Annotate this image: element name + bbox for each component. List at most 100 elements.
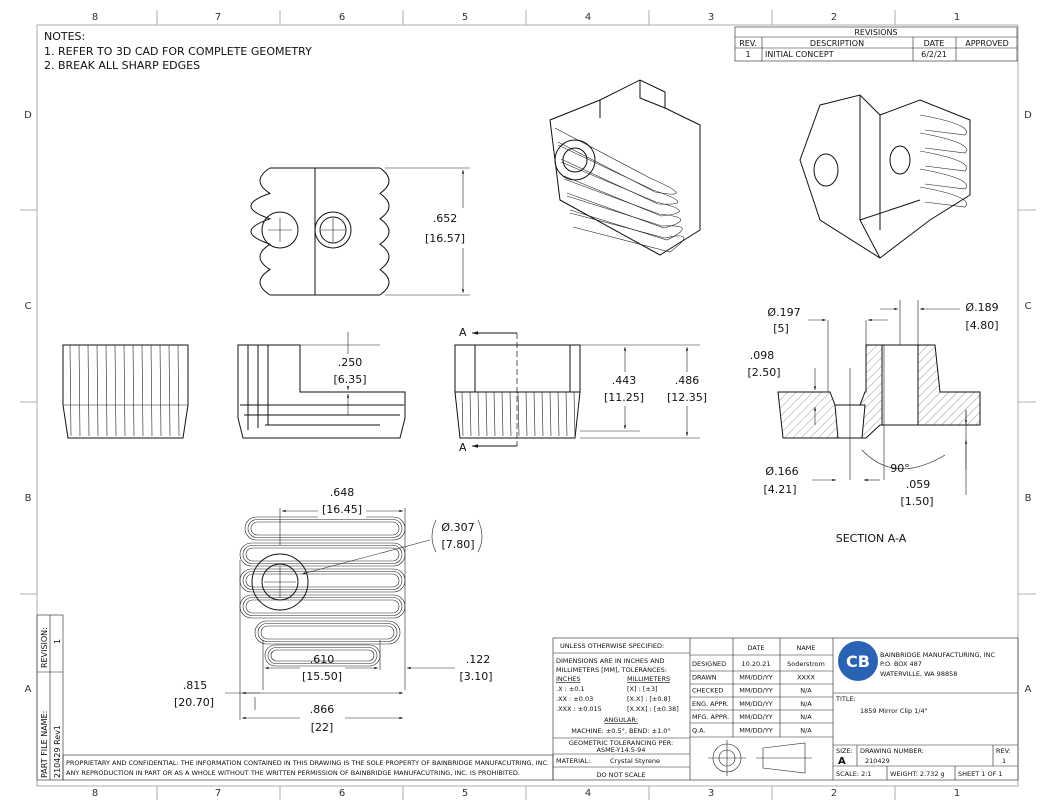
- dim-sec-hole2-in: Ø.189: [965, 301, 998, 314]
- isometric-view-2: [799, 94, 971, 259]
- bottom-view: .648 [16.45] Ø.307 [7.80] .610 [15.50] .…: [174, 484, 493, 734]
- note-1: 1. REFER TO 3D CAD FOR COMPLETE GEOMETRY: [44, 45, 312, 58]
- approval-name: N/A: [800, 727, 812, 735]
- material-value: Crystal Styrene: [610, 757, 660, 765]
- dim-sec-hole3-mm: [4.21]: [763, 483, 796, 496]
- logo-text: CB: [846, 652, 870, 671]
- dim-sec-wall-mm: [1.50]: [900, 495, 933, 508]
- proprietary-line-1: PROPRIETARY AND CONFIDENTIAL: THE INFORM…: [66, 759, 549, 767]
- approval-role: CHECKED: [692, 687, 723, 695]
- zone-row-d-right: D: [1024, 110, 1032, 121]
- tol-in-3: .XXX : ±0.015: [556, 705, 602, 713]
- tol-heading: UNLESS OTHERWISE SPECIFIED:: [560, 642, 664, 650]
- dim-sec-hole1-in: Ø.197: [767, 306, 800, 319]
- dim-hole-in: Ø.307: [441, 521, 474, 534]
- proprietary-line-2: ANY REPRODUCTION IN PART OR AS A WHOLE W…: [66, 769, 520, 777]
- rev-row-description: INITIAL CONCEPT: [765, 50, 834, 59]
- approval-date: MM/DD/YY: [739, 673, 773, 681]
- side-view-left: [62, 344, 189, 439]
- dim-width-top-mm: [16.45]: [322, 503, 362, 516]
- tol-geometric-2: ASME-Y14.5-94: [597, 746, 646, 754]
- rev-value: 1: [1002, 757, 1006, 765]
- zone-row-c-right: C: [1025, 301, 1032, 312]
- notes-heading: NOTES:: [44, 30, 85, 43]
- dim-overall-h-in: .486: [675, 374, 700, 387]
- dim-slot-mm: [6.35]: [333, 373, 366, 386]
- rev-header-description: DESCRIPTION: [810, 39, 864, 48]
- zone-row-b: B: [25, 493, 32, 504]
- company-address-1: P.O. BOX 487: [880, 660, 922, 668]
- dim-inner-mm: [11.25]: [604, 391, 644, 404]
- dim-inner-in: .443: [612, 374, 637, 387]
- zone-col-3: 3: [708, 12, 714, 23]
- dim-rib-in: .610: [310, 653, 335, 666]
- proprietary-notice: PROPRIETARY AND CONFIDENTIAL: THE INFORM…: [62, 754, 554, 781]
- revisions-table: REVISIONS REV. DESCRIPTION DATE APPROVED…: [734, 26, 1018, 62]
- note-2: 2. BREAK ALL SHARP EDGES: [44, 59, 200, 72]
- company-address-2: WATERVILLE, WA 98858: [880, 670, 957, 678]
- dim-sec-depth-mm: [2.50]: [747, 366, 780, 379]
- revision-value: 1: [53, 639, 62, 644]
- approval-date: MM/DD/YY: [739, 713, 773, 721]
- zone-col-6: 6: [339, 12, 345, 23]
- zone-col-7: 7: [215, 12, 221, 23]
- zone-col-1: 1: [954, 12, 960, 23]
- approval-role: MFG. APPR.: [692, 713, 729, 721]
- part-file-label: PART FILE NAME:: [40, 711, 49, 778]
- section-label-top: A: [459, 326, 467, 339]
- third-angle-projection-icon: [708, 740, 812, 776]
- section-a-a: Ø.197 [5] Ø.189 [4.80] .098 [2.50] Ø.166…: [747, 300, 999, 545]
- approval-role: Q.A.: [692, 727, 706, 735]
- notes: NOTES: 1. REFER TO 3D CAD FOR COMPLETE G…: [44, 30, 312, 72]
- zone-col-7-bottom: 7: [215, 788, 221, 799]
- tol-mm-label: MILLIMETERS: [627, 675, 670, 683]
- scale: SCALE: 2:1: [836, 770, 872, 778]
- approval-name: N/A: [800, 713, 812, 721]
- drawing-number-label: DRAWING NUMBER:: [860, 747, 924, 755]
- zone-col-4: 4: [585, 12, 591, 23]
- side-view-right: A A .443 [11.25] .486 [12.35]: [454, 326, 710, 454]
- drawing-number: 210429: [865, 757, 890, 765]
- rev-label: REV:: [996, 747, 1011, 755]
- title-label: TITLE:: [835, 695, 856, 703]
- approval-name: N/A: [800, 687, 812, 695]
- zone-col-6-bottom: 6: [339, 788, 345, 799]
- approval-name: XXXX: [797, 673, 815, 681]
- dim-offset-in: .122: [466, 653, 491, 666]
- approval-name: N/A: [800, 700, 812, 708]
- revision-label: REVISION:: [40, 627, 49, 668]
- approval-role: DRAWN: [692, 673, 717, 681]
- tol-mm-3: [X.XX] : [±0.38]: [627, 705, 679, 713]
- tol-angular: MACHINE: ±0.5°, BEND: ±1.0°: [571, 727, 670, 735]
- rev-header-date: DATE: [924, 39, 945, 48]
- tol-in-1: .X : ±0.1: [556, 685, 585, 693]
- approval-role: ENG. APPR.: [692, 700, 729, 708]
- tol-in-2: .XX : ±0.03: [556, 695, 593, 703]
- tol-mm-1: [X] : [±3]: [627, 685, 658, 693]
- approvals-header-date: DATE: [748, 644, 765, 652]
- sheet-border: [20, 10, 1036, 800]
- revisions-title: REVISIONS: [854, 28, 897, 37]
- dim-sec-angle: 90°: [890, 462, 910, 475]
- do-not-scale: DO NOT SCALE: [596, 771, 645, 779]
- approvals-header-name: NAME: [796, 644, 815, 652]
- dim-overall-w-in: .866: [310, 703, 335, 716]
- zone-col-2-bottom: 2: [831, 788, 837, 799]
- front-view: .652 [16.57]: [250, 167, 470, 296]
- rev-header-rev: REV.: [739, 39, 757, 48]
- zone-col-3-bottom: 3: [708, 788, 714, 799]
- zone-col-5: 5: [462, 12, 468, 23]
- dim-sec-hole3-in: Ø.166: [765, 465, 798, 478]
- approval-role: DESIGNED: [692, 660, 726, 668]
- zone-col-5-bottom: 5: [462, 788, 468, 799]
- tol-geometric-1: GEOMETRIC TOLERANCING PER:: [569, 739, 673, 747]
- weight: WEIGHT: 2.732 g: [890, 770, 945, 778]
- zone-col-2: 2: [831, 12, 837, 23]
- zone-labels: 8 7 6 5 4 3 2 1 8 7 6 5 4 3 2 1 D C B A …: [24, 12, 1032, 799]
- dim-sec-wall-in: .059: [906, 478, 931, 491]
- dim-sec-hole2-mm: [4.80]: [965, 319, 998, 332]
- part-file-value: 210429 Rev1: [53, 725, 62, 778]
- company-name: BAINBRIDGE MANUFACTURING, INC: [880, 651, 995, 659]
- zone-row-c: C: [25, 301, 32, 312]
